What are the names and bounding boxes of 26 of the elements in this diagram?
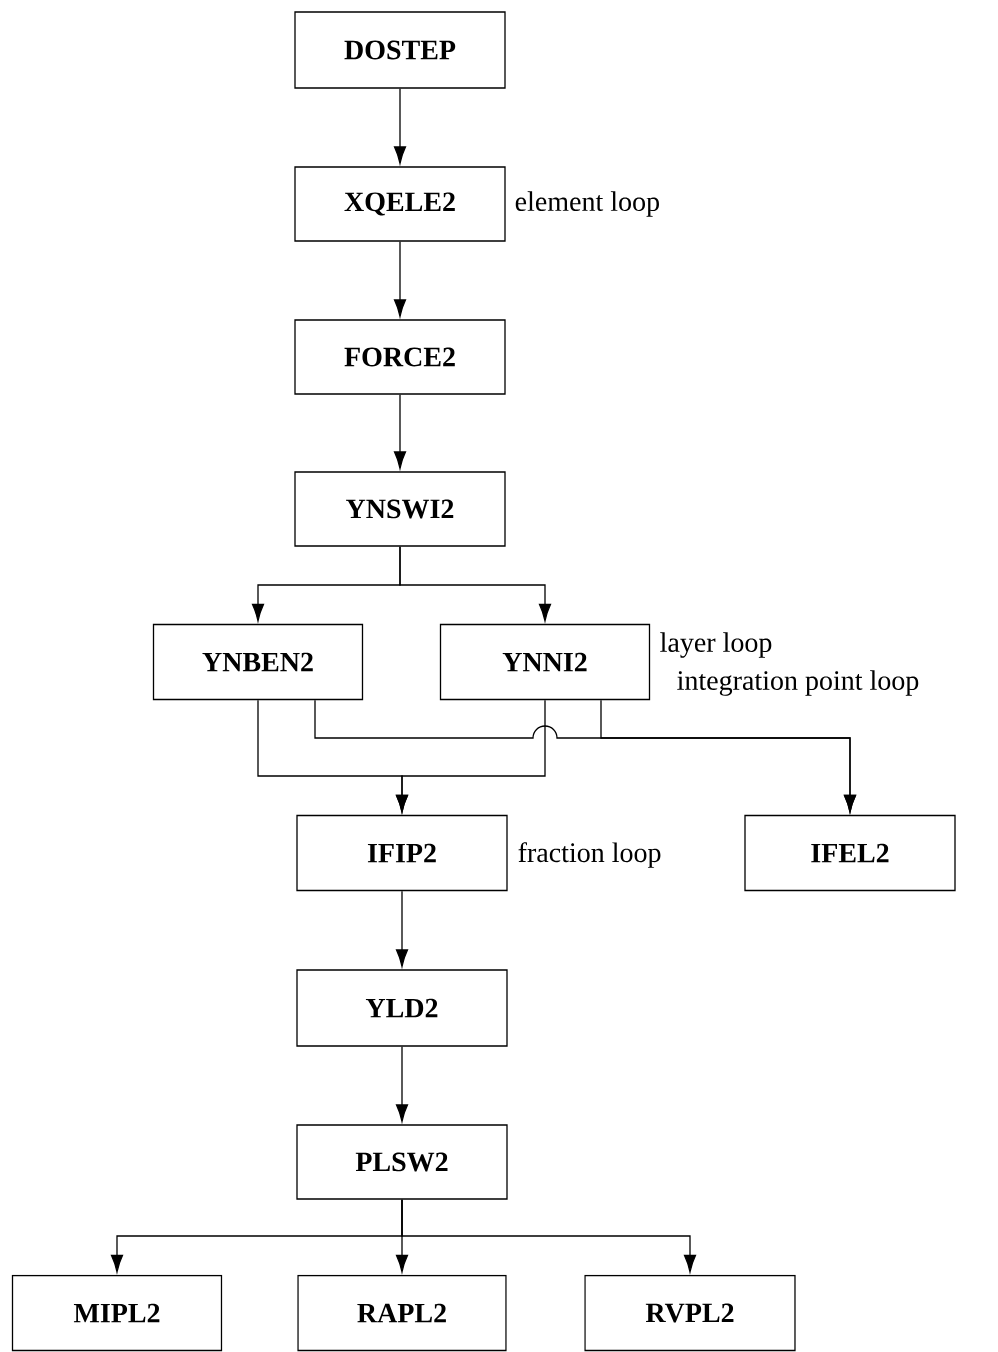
arrow xyxy=(393,241,407,317)
arrow xyxy=(395,1046,409,1122)
process-box: RAPL2 xyxy=(297,1274,507,1352)
process-box: YNBEN2 xyxy=(152,623,364,701)
process-box: YLD2 xyxy=(296,969,508,1047)
process-box: YNNI2 xyxy=(439,623,651,701)
process-box: PLSW2 xyxy=(296,1124,508,1200)
annotation-text: layer loop xyxy=(660,632,772,658)
process-box: YNSWI2 xyxy=(294,471,506,547)
arrow xyxy=(393,88,407,164)
arrow xyxy=(395,699,546,813)
process-box: FORCE2 xyxy=(294,319,506,395)
process-box: RVPL2 xyxy=(584,1274,796,1352)
process-box: MIPL2 xyxy=(11,1274,223,1352)
process-box: XQELE2 xyxy=(294,166,506,242)
arrow xyxy=(395,890,409,967)
arrow xyxy=(600,699,857,813)
process-box: IFIP2 xyxy=(296,814,508,892)
annotation-text: fraction loop xyxy=(518,842,661,868)
arrow xyxy=(399,546,552,622)
arrow xyxy=(393,394,407,469)
process-box: IFEL2 xyxy=(744,814,956,892)
annotation-text: element loop xyxy=(515,191,659,217)
process-box: DOSTEP xyxy=(294,11,506,89)
annotation-text: integration point loop xyxy=(677,670,919,696)
arrow xyxy=(401,1199,697,1273)
